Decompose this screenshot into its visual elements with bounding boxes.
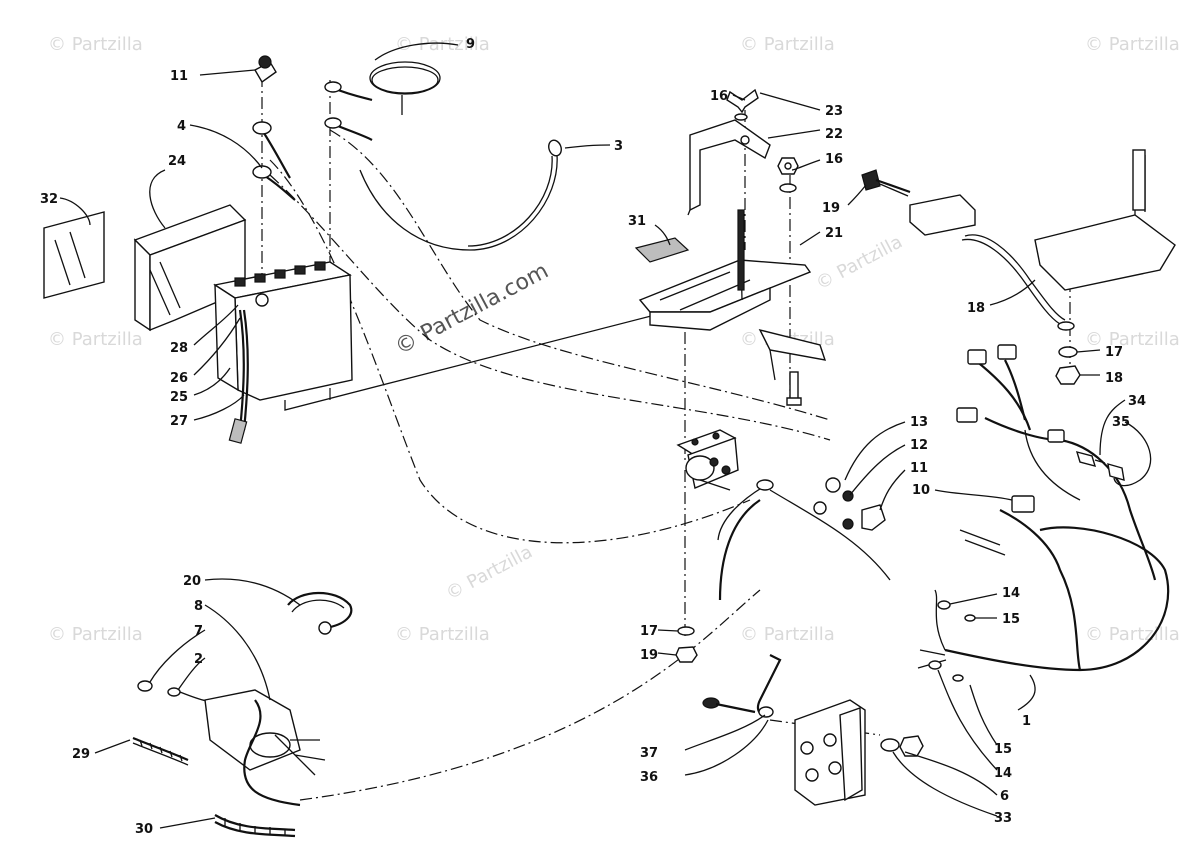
part-18-retainer-rod xyxy=(909,149,1176,331)
watermark: © Partzilla xyxy=(1085,624,1180,645)
callout-21: 21 xyxy=(825,226,843,241)
part-22-bracket xyxy=(687,119,771,216)
watermark: © Partzilla xyxy=(1085,34,1180,55)
callout-10: 10 xyxy=(912,483,930,498)
watermark: © Partzilla xyxy=(395,624,490,645)
callout-14: 14 xyxy=(1002,586,1020,601)
callout-1: 1 xyxy=(1022,714,1031,729)
callout-16: 16 xyxy=(710,89,728,104)
callout-14: 14 xyxy=(994,766,1012,781)
watermark: © Partzilla xyxy=(48,329,143,350)
part-16-washer-nut xyxy=(777,157,799,193)
watermark: © Partzilla xyxy=(48,624,143,645)
watermark: © Partzilla xyxy=(48,34,143,55)
callout-16: 16 xyxy=(825,152,843,167)
callout-37: 37 xyxy=(640,746,658,761)
part-14-15-washers xyxy=(928,600,976,682)
callout-15: 15 xyxy=(994,742,1012,757)
callout-17: 18 xyxy=(1105,371,1123,386)
part-3-cable xyxy=(359,139,562,251)
leader-lines xyxy=(59,42,1152,829)
callout-15: 15 xyxy=(1002,612,1020,627)
part-16-17-washer-nut-bottom xyxy=(675,626,698,663)
part-36-37-rod-bolt xyxy=(702,654,782,718)
callout-3: 3 xyxy=(614,139,623,154)
part-34-35-sender xyxy=(1075,451,1125,481)
callout-4: 4 xyxy=(177,119,186,134)
callout-6: 6 xyxy=(1000,789,1009,804)
part-21-battery-tray xyxy=(638,209,827,406)
callout-11: 11 xyxy=(170,69,188,84)
part-23-wing-nut xyxy=(726,88,759,121)
callout-7: 7 xyxy=(194,624,203,639)
watermark: © Partzilla xyxy=(740,34,835,55)
callout-16: 17 xyxy=(1105,345,1123,360)
callout-9: 9 xyxy=(466,37,475,52)
part-32-label-sheet xyxy=(43,211,105,299)
wiring-harness xyxy=(717,344,1170,672)
callout-12: 12 xyxy=(910,438,928,453)
part-29-tube xyxy=(132,736,189,766)
part-24-battery-cover xyxy=(133,204,247,332)
callout-23: 23 xyxy=(825,104,843,119)
part-19-bolt xyxy=(861,169,911,197)
watermark: © Partzilla xyxy=(442,541,536,604)
callout-19: 19 xyxy=(822,201,840,216)
callout-20: 20 xyxy=(183,574,201,589)
part-30-conduit xyxy=(214,814,296,838)
part-11-12-13-terminal-hardware xyxy=(813,477,886,531)
callout-22: 22 xyxy=(825,127,843,142)
callout-18: 18 xyxy=(967,301,985,316)
callout-2: 2 xyxy=(194,652,203,667)
part-25-battery xyxy=(213,261,353,401)
watermark: © Partzilla xyxy=(740,624,835,645)
routing-lines xyxy=(261,75,1071,801)
callout-35: 35 xyxy=(1112,415,1130,430)
callout-33: 33 xyxy=(994,811,1012,826)
part-8-ignition-switch xyxy=(137,680,326,807)
callout-26: 26 xyxy=(170,371,188,386)
callout-36: 36 xyxy=(640,770,658,785)
callout-8: 8 xyxy=(194,599,203,614)
callout-32: 32 xyxy=(40,192,58,207)
callout-labels: 11 9 4 3 24 32 28 26 25 27 31 16 23 22 1… xyxy=(40,37,1146,837)
callout-11: 11 xyxy=(910,461,928,476)
battery-vent-and-cables xyxy=(228,81,373,444)
part-9-strap xyxy=(369,61,441,115)
starter-solenoid xyxy=(676,429,739,491)
part-11-terminal-boot xyxy=(254,55,277,84)
part-31-pad xyxy=(634,237,690,263)
callout-30: 30 xyxy=(135,822,153,837)
watermark: © Partzilla xyxy=(395,34,490,55)
callout-17: 19 xyxy=(640,648,658,663)
callout-25: 25 xyxy=(170,390,188,405)
callout-27: 27 xyxy=(170,414,188,429)
callout-24: 24 xyxy=(168,154,186,169)
callout-13: 13 xyxy=(910,415,928,430)
part-20-clamp xyxy=(287,591,353,635)
part-16-17-washer-nut-right xyxy=(1055,346,1081,385)
callout-31: 31 xyxy=(628,214,646,229)
callout-29: 29 xyxy=(72,747,90,762)
mounting-bracket xyxy=(794,699,924,806)
callout-16: 17 xyxy=(640,624,658,639)
callout-28: 28 xyxy=(170,341,188,356)
callout-34: 34 xyxy=(1128,394,1146,409)
watermark: © Partzilla xyxy=(1085,329,1180,350)
